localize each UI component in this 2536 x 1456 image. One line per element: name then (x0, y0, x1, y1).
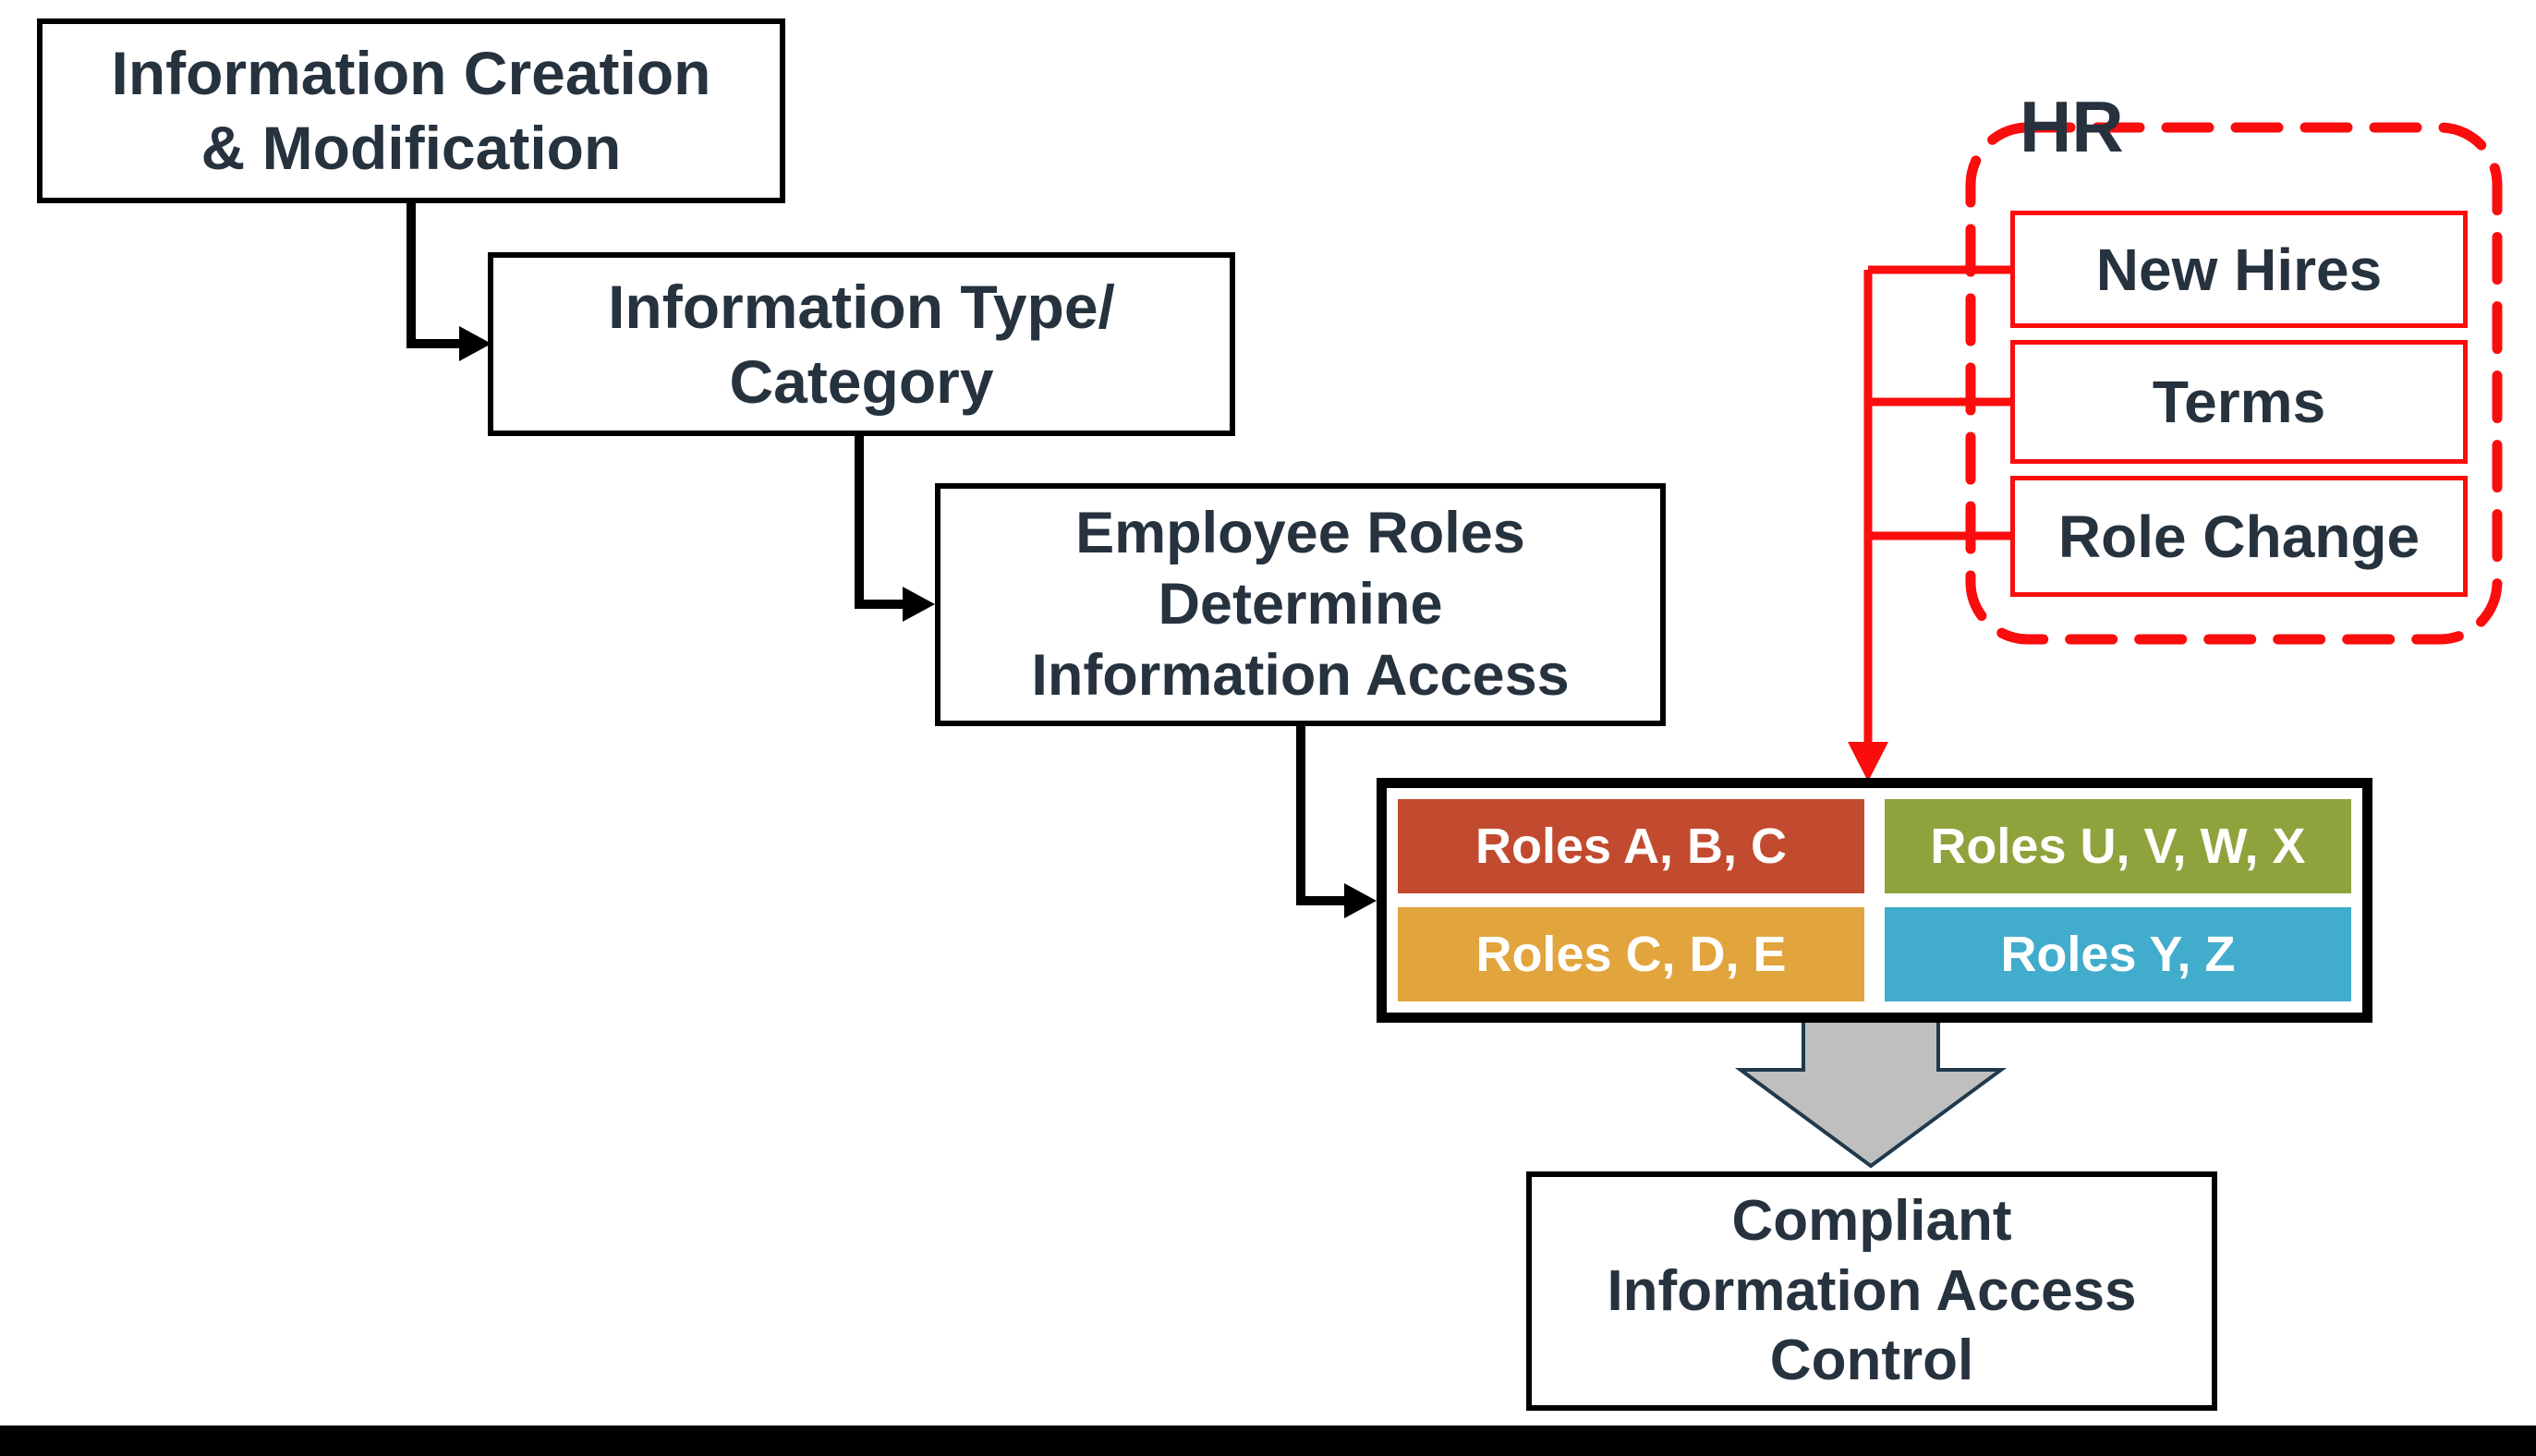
hr-box-new-hires: New Hires (2010, 211, 2468, 328)
flow-box-information-type: Information Type/ Category (488, 252, 1235, 436)
hr-connector-arrowhead (1848, 742, 1888, 782)
roles-matrix: Roles A, B, C Roles U, V, W, X Roles C, … (1377, 778, 2372, 1023)
result-box-compliant-access: Compliant Information Access Control (1526, 1171, 2217, 1411)
flow-box-employee-roles: Employee Roles Determine Information Acc… (935, 483, 1666, 726)
hr-box-role-change: Role Change (2010, 476, 2468, 597)
arrowhead-step1-step2 (459, 326, 491, 361)
role-cell-uvwx: Roles U, V, W, X (1885, 799, 2351, 893)
flow-box-information-creation: Information Creation & Modification (37, 18, 785, 203)
connector-step2-step3 (855, 436, 903, 609)
arrowhead-step3-roles (1344, 883, 1377, 918)
connector-step3-roles (1296, 726, 1344, 905)
hr-group-label: HR (2020, 86, 2124, 167)
arrowhead-step2-step3 (903, 587, 935, 622)
big-down-arrow (1734, 1014, 2008, 1169)
role-cell-yz: Roles Y, Z (1885, 907, 2351, 1001)
role-cell-cde: Roles C, D, E (1398, 907, 1864, 1001)
hr-group-dashed-outline (1965, 122, 2503, 645)
role-cell-abc: Roles A, B, C (1398, 799, 1864, 893)
bottom-bar (0, 1426, 2536, 1456)
hr-box-terms: Terms (2010, 340, 2468, 464)
connector-step1-step2 (406, 203, 459, 348)
